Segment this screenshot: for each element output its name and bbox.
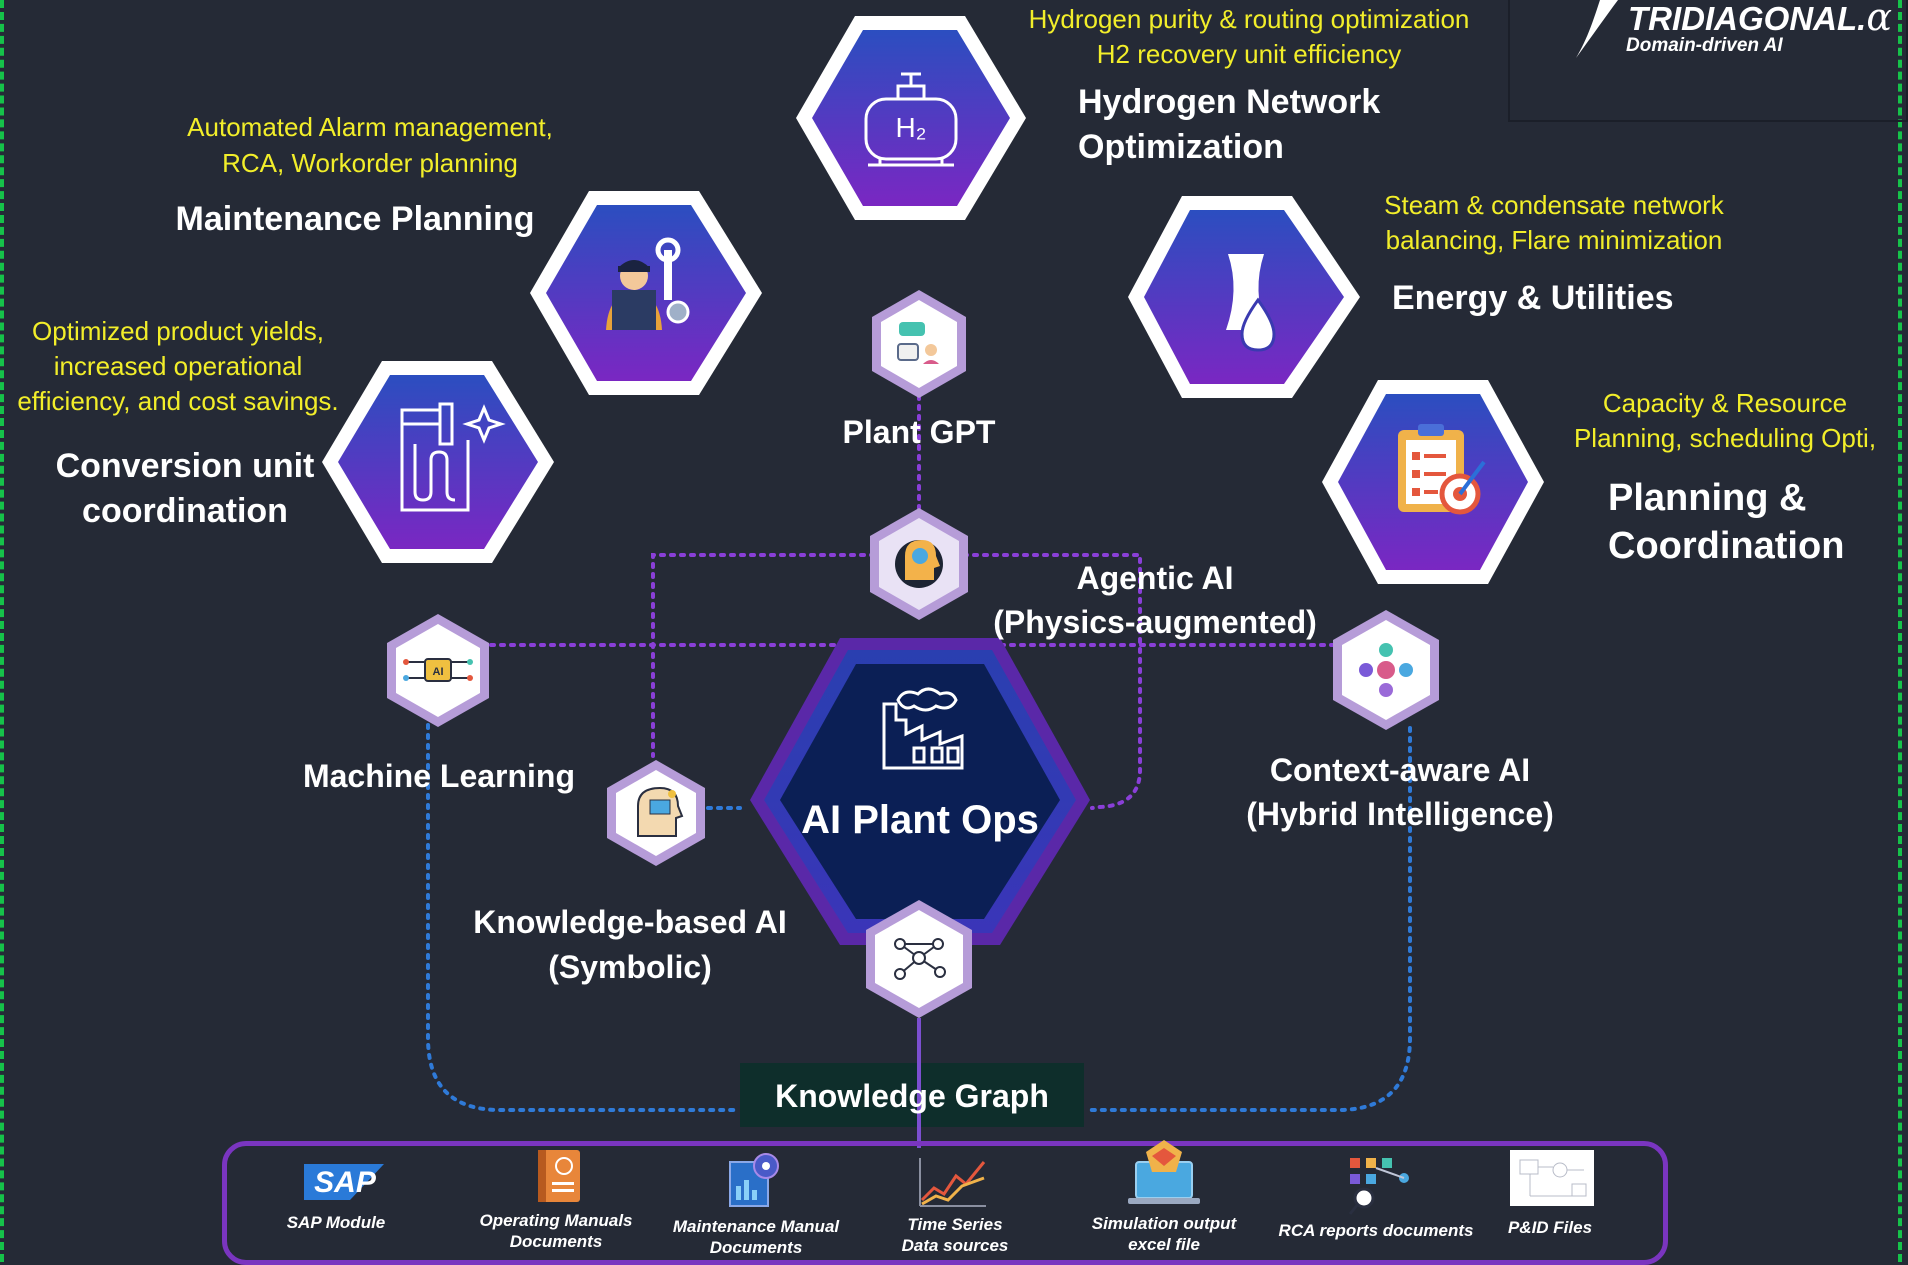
line-chart-icon: [919, 1158, 986, 1207]
source-rca-label: RCA reports documents: [1278, 1221, 1474, 1240]
connector-agentic-right: [962, 553, 1142, 810]
hydrogen-title-2: Optimization: [1078, 128, 1284, 166]
source-operating-label-2: Documents: [509, 1232, 603, 1251]
source-sap-label: SAP Module: [286, 1213, 386, 1232]
maintenance-title: Maintenance Planning: [175, 200, 535, 238]
head-book-icon: [637, 786, 684, 837]
source-maintenance-manual-label-1: Maintenance Manual: [672, 1217, 840, 1236]
clipboard-target-icon: [1398, 424, 1486, 515]
connector-context-graph: [1086, 726, 1412, 1112]
source-simulation-label-1: Simulation output: [1091, 1214, 1237, 1233]
hex-core: [750, 638, 1090, 945]
svg-text:AI: AI: [433, 666, 444, 678]
cooling-tower-drop-icon: [1226, 254, 1276, 352]
rca-flow-icon: [1348, 1158, 1409, 1215]
hydrogen-tank-icon: [864, 72, 958, 167]
core-title: AI Plant Ops: [801, 798, 1039, 842]
brand-name: TRIDIAGONAL.: [1628, 0, 1867, 37]
agentic-label-2: (Physics-augmented): [993, 604, 1317, 640]
plant-gpt-label: Plant GPT: [842, 414, 996, 450]
planning-desc-1: Capacity & Resource: [1602, 388, 1848, 418]
source-operating-label-1: Operating Manuals: [479, 1211, 633, 1230]
hex-hydrogen: [796, 16, 1026, 220]
ai-chip-icon: AI: [403, 658, 473, 682]
conversion-desc-1: Optimized product yields,: [32, 316, 324, 346]
hydrogen-title-1: Hydrogen Network: [1078, 83, 1381, 121]
knowledge-label-1: Knowledge-based AI: [473, 904, 787, 940]
chat-assistant-icon: [897, 322, 939, 364]
agentic-label-1: Agentic AI: [1076, 560, 1234, 596]
brand-alpha: α: [1866, 0, 1892, 39]
knowledge-label-2: (Symbolic): [548, 949, 712, 985]
connector-agentic-left: [651, 553, 876, 758]
people-network-icon: [1359, 643, 1413, 697]
maintenance-desc-2: RCA, Workorder planning: [222, 148, 518, 178]
distillation-sparkle-icon: [400, 402, 506, 512]
mechanic-wrench-icon: [606, 237, 690, 330]
knowledge-graph-box: [740, 1063, 1084, 1127]
maintenance-desc-1: Automated Alarm management,: [187, 112, 553, 142]
manual-book-icon: [538, 1150, 580, 1202]
left-frame-edge: [0, 0, 4, 1262]
source-pid-label: P&ID Files: [1507, 1218, 1593, 1237]
connector-ml-graph: [426, 723, 740, 1112]
right-frame-edge: [1898, 0, 1902, 1262]
source-timeseries-label-2: Data sources: [901, 1236, 1009, 1255]
logo-panel: [1508, 0, 1908, 122]
energy-desc-2: balancing, Flare minimization: [1385, 225, 1723, 255]
source-maintenance-manual-label-2: Documents: [709, 1238, 803, 1257]
logo-swoosh: [1576, 0, 1618, 58]
ml-label: Machine Learning: [302, 758, 576, 794]
hydrogen-icon-label: H₂: [895, 112, 926, 143]
context-label-1: Context-aware AI: [1269, 752, 1531, 788]
brand-tagline: Domain-driven AI: [1626, 35, 1783, 56]
context-label-2: (Hybrid Intelligence): [1246, 796, 1554, 832]
factory-icon: [882, 687, 964, 770]
graph-network-icon: [894, 938, 946, 980]
planning-title-1: Planning &: [1608, 477, 1807, 519]
conversion-title-1: Conversion unit: [55, 447, 315, 485]
conversion-title-2: coordination: [82, 492, 288, 530]
laptop-cube-icon: [1128, 1140, 1200, 1204]
sap-logo-icon: [304, 1164, 384, 1200]
conversion-desc-2: increased operational: [53, 351, 303, 381]
planning-desc-2: Planning, scheduling Opti,: [1573, 423, 1877, 453]
sap-logo-text: SAP: [314, 1166, 376, 1199]
source-timeseries-label-1: Time Series: [907, 1215, 1003, 1234]
pid-drawing-icon: [1510, 1150, 1594, 1206]
hydrogen-desc-1: Hydrogen purity & routing optimization: [1028, 4, 1470, 34]
planning-title-2: Coordination: [1608, 525, 1845, 567]
hex-plant-gpt: [872, 290, 966, 398]
source-simulation-label-2: excel file: [1128, 1235, 1200, 1254]
conversion-desc-3: efficiency, and cost savings.: [17, 386, 339, 416]
brain-head-icon: [895, 540, 943, 588]
knowledge-graph-label: Knowledge Graph: [775, 1078, 1049, 1114]
hydrogen-desc-2: H2 recovery unit efficiency: [1096, 39, 1402, 69]
energy-title: Energy & Utilities: [1392, 279, 1674, 317]
energy-desc-1: Steam & condensate network: [1384, 190, 1724, 220]
maintenance-chart-icon: [729, 1153, 779, 1207]
brand-logo: TRIDIAGONAL.α: [1628, 0, 1892, 38]
